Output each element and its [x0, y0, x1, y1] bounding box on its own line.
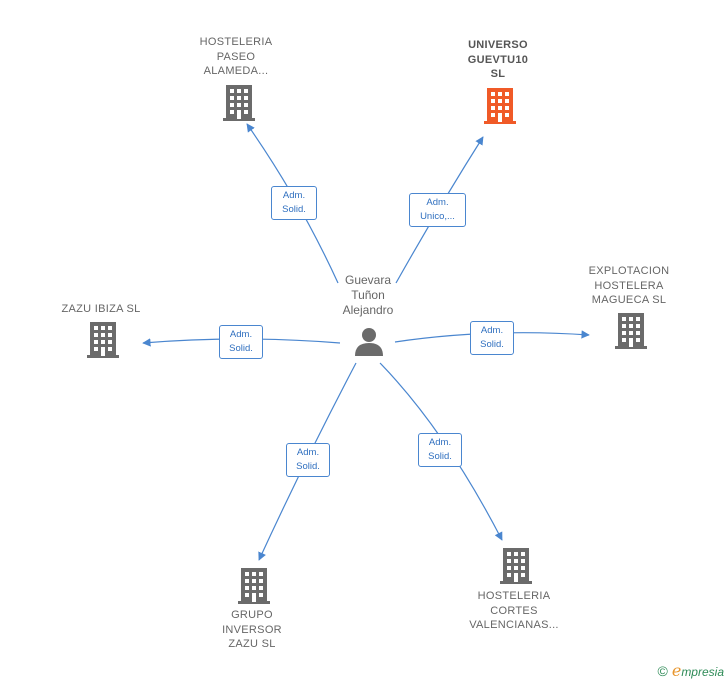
- person-icon[interactable]: [354, 326, 384, 356]
- brand-name: mpresia: [681, 665, 724, 679]
- company-label-zazu-ibiza[interactable]: ZAZU IBIZA SL: [61, 303, 141, 315]
- edge-label-universo-guevtu10: Adm. Unico,...: [409, 193, 466, 227]
- center-person-name: Guevara Tuñon Alejandro: [342, 273, 394, 317]
- empresia-logo: © empresia: [658, 661, 724, 680]
- copyright-symbol: ©: [657, 662, 668, 679]
- building-icon[interactable]: [87, 322, 119, 358]
- building-icon[interactable]: [484, 88, 516, 124]
- edge-label-explotacion-hostelera: Adm. Solid.: [470, 321, 514, 355]
- building-icon[interactable]: [223, 85, 255, 121]
- company-label-hosteleria-cortes[interactable]: HOSTELERIA CORTES VALENCIANAS...: [469, 590, 559, 631]
- edge-label-grupo-inversor: Adm. Solid.: [286, 443, 330, 477]
- company-label-explotacion-hostelera[interactable]: EXPLOTACION HOSTELERA MAGUECA SL: [588, 265, 670, 306]
- company-label-grupo-inversor[interactable]: GRUPO INVERSOR ZAZU SL: [222, 609, 282, 650]
- edge-label-hosteleria-cortes: Adm. Solid.: [418, 433, 462, 467]
- building-icon[interactable]: [500, 548, 532, 584]
- building-icon[interactable]: [238, 568, 270, 604]
- edge-label-hosteleria-paseo: Adm. Solid.: [271, 186, 317, 220]
- company-label-hosteleria-paseo[interactable]: HOSTELERIA PASEO ALAMEDA...: [199, 36, 273, 77]
- edge-label-zazu-ibiza: Adm. Solid.: [219, 325, 263, 359]
- brand-initial: e: [671, 661, 682, 680]
- company-label-universo-guevtu10[interactable]: UNIVERSO GUEVTU10 SL: [467, 39, 529, 80]
- building-icon[interactable]: [615, 313, 647, 349]
